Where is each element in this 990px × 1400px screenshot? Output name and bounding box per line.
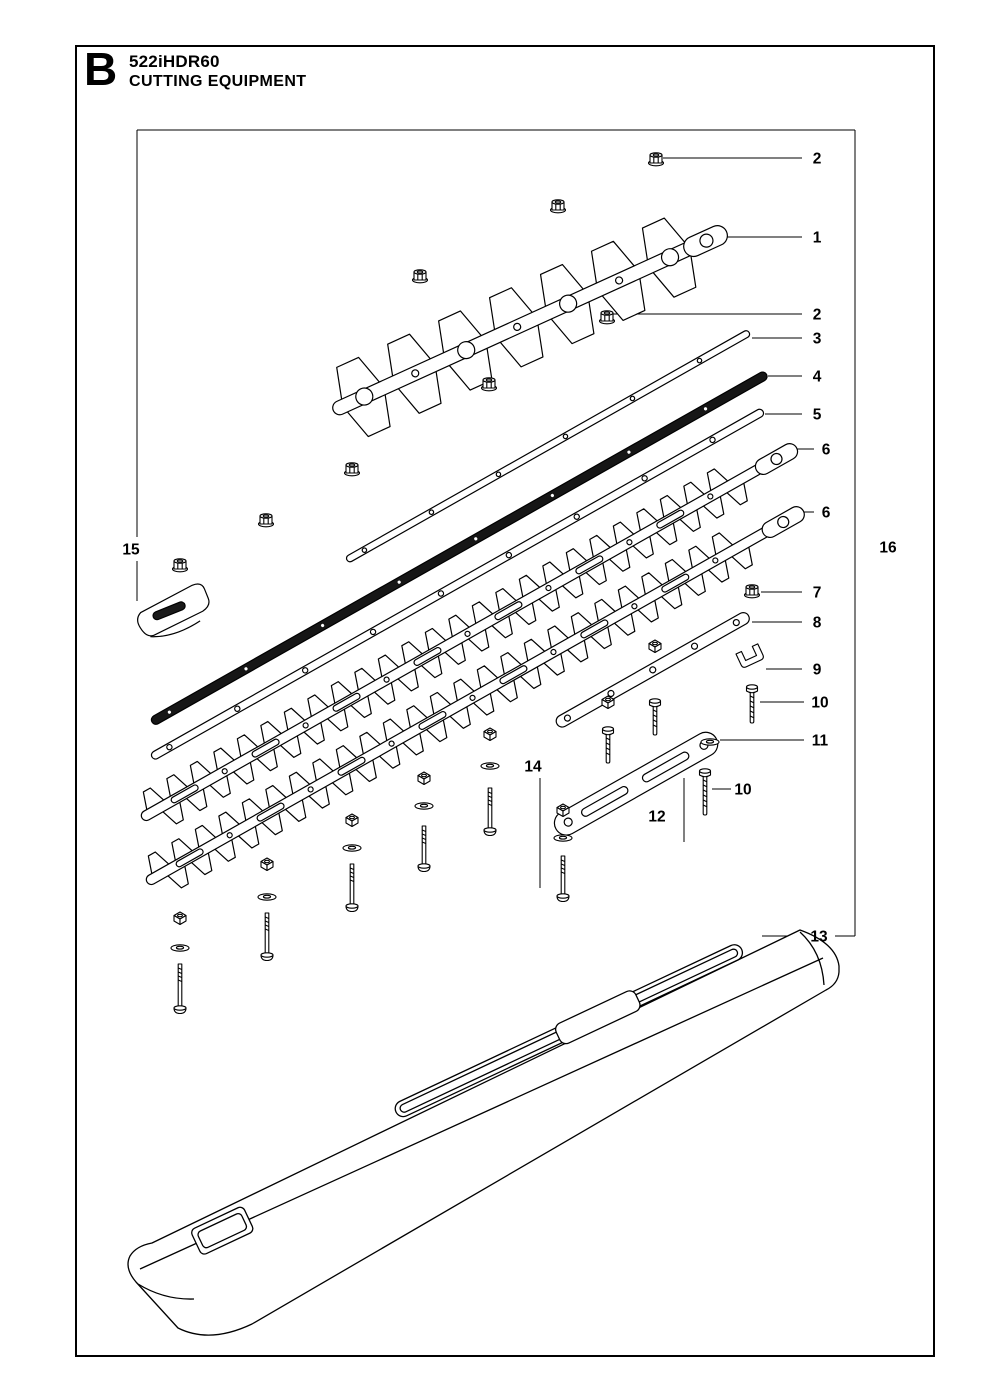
washer (553, 834, 573, 842)
callout-3-3: 3 (813, 331, 822, 348)
page-border (75, 45, 935, 1357)
callout-6-7: 6 (822, 505, 831, 522)
washer (342, 844, 362, 852)
blade-bolt (260, 912, 274, 962)
square-nut (345, 813, 359, 828)
cover-pad (191, 1206, 254, 1255)
blade-bolt (556, 855, 570, 903)
flange-nut (171, 558, 189, 573)
flange-nut (598, 310, 616, 325)
square-nut (260, 857, 274, 872)
blade-bolt (483, 787, 497, 837)
part-6-cutter-blade-upper (140, 443, 799, 825)
part-1-upper-blade (332, 217, 728, 438)
square-nut (601, 695, 615, 710)
blade-bolt (345, 863, 359, 913)
flange-nut (343, 462, 361, 477)
callout-5-5: 5 (813, 407, 822, 424)
callout-1-1: 1 (813, 230, 822, 247)
page-title: CUTTING EQUIPMENT (129, 73, 307, 90)
screw (698, 768, 712, 816)
flange-nut (647, 152, 665, 167)
square-nut (648, 639, 662, 654)
fasteners (170, 152, 764, 1015)
part-4-guide-rail (150, 371, 768, 725)
callout-16-18: 16 (879, 540, 897, 557)
part-3-support-strip (345, 330, 751, 563)
callout-13-15: 13 (810, 929, 828, 946)
flange-nut (257, 513, 275, 528)
blade-bolt (173, 963, 187, 1015)
flange-nut (743, 584, 761, 599)
callout-11-12: 11 (812, 733, 829, 750)
part-9-clip (735, 643, 764, 668)
section-letter: B (84, 43, 118, 95)
part-5-support-bar (150, 408, 765, 760)
callout-2-0: 2 (813, 151, 822, 168)
callout-10-13: 10 (734, 782, 751, 799)
callout-8-9: 8 (813, 615, 822, 632)
callout-9-10: 9 (813, 662, 822, 679)
callout-7-8: 7 (813, 585, 822, 602)
square-nut (483, 727, 497, 742)
part-15-tip-bracket (137, 583, 210, 638)
screw (745, 684, 759, 724)
cutting-bar-parts (137, 217, 805, 889)
callout-12-14: 12 (648, 809, 665, 826)
square-nut (417, 771, 431, 786)
callout-15-17: 15 (122, 542, 140, 559)
part-13-cover (127, 929, 840, 1336)
callout-2-2: 2 (813, 307, 822, 324)
square-nut (556, 803, 570, 818)
model-number: 522iHDR60 (129, 52, 220, 71)
blade-bolt (417, 825, 431, 873)
flange-nut (549, 199, 567, 214)
part-6-cutter-blade-lower (145, 506, 805, 889)
washer (480, 762, 500, 770)
leader-lines (136, 129, 856, 937)
callout-10-11: 10 (811, 695, 828, 712)
flange-nut (411, 269, 429, 284)
square-nut (173, 911, 187, 926)
washer (257, 893, 277, 901)
part-12-guard-plate (553, 731, 719, 836)
washer (700, 738, 720, 746)
flange-nut (480, 377, 498, 392)
washer (414, 802, 434, 810)
callout-14-16: 14 (524, 759, 542, 776)
cover-detail (554, 990, 641, 1045)
callout-4-4: 4 (813, 369, 822, 386)
screw (648, 698, 662, 736)
screw (601, 726, 615, 764)
washer (170, 944, 190, 952)
callout-6-6: 6 (822, 442, 831, 459)
